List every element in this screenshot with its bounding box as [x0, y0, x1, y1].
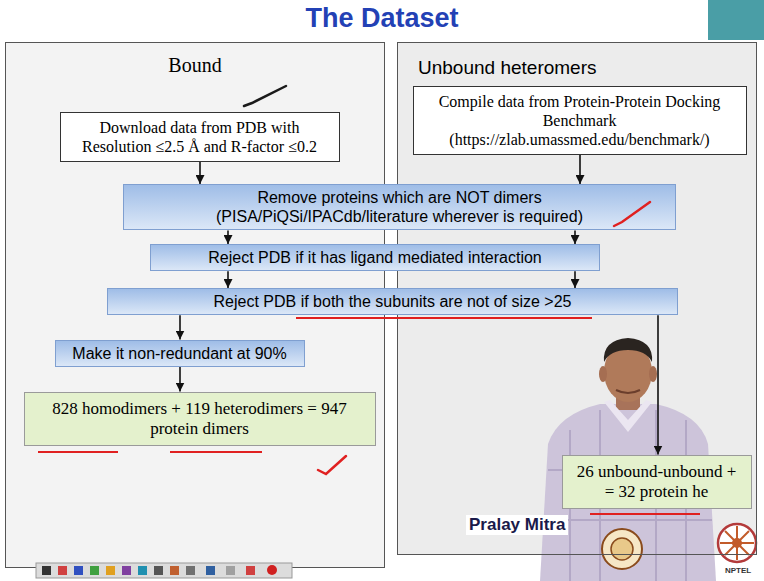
- pen-underline: [590, 513, 700, 515]
- presenter-ear: [649, 366, 657, 382]
- presenter-name: Pralay Mitra: [466, 515, 568, 535]
- box-text: Compile data from Protein-Protein Dockin…: [422, 92, 738, 150]
- flow-arrow: [227, 230, 229, 244]
- institute-logo: [602, 529, 642, 569]
- flow-arrow: [579, 155, 581, 184]
- pen-underline: [170, 451, 262, 453]
- panel-heading: Unbound heteromers: [418, 57, 756, 80]
- box-text: Reject PDB if both the subunits are not …: [116, 292, 669, 311]
- box-text: 26 unbound-unbound + = 32 protein he: [571, 462, 743, 503]
- presenter-ear: [599, 366, 607, 382]
- pen-underline: [38, 451, 118, 453]
- flow-arrow: [574, 230, 576, 244]
- result-box: 26 unbound-unbound + = 32 protein he: [562, 455, 752, 510]
- flow-arrow: [657, 315, 659, 454]
- source-box: Compile data from Protein-Protein Dockin…: [413, 86, 747, 156]
- nptel-logo: [718, 524, 756, 562]
- logo-core: [611, 538, 633, 560]
- pen-tick: [318, 456, 346, 474]
- presenter-hair: [604, 338, 652, 362]
- filter-step: Make it non-redundant at 90%: [55, 340, 305, 367]
- toolbar-bar: [36, 563, 292, 578]
- pen-tick: [244, 86, 286, 106]
- box-text: Remove proteins which are NOT dimers (PI…: [165, 188, 635, 226]
- box-text: Download data from PDB with Resolution ≤…: [69, 118, 331, 156]
- box-text: 828 homodimers + 119 heterodimers = 947 …: [33, 399, 367, 440]
- presenter-collar: [604, 400, 652, 432]
- presenter-mouth: [616, 390, 640, 393]
- flow-arrow: [179, 367, 181, 392]
- corner-band: [708, 0, 764, 40]
- box-text: Make it non-redundant at 90%: [64, 344, 296, 363]
- toolbar-icon: [267, 565, 277, 575]
- box-text: Reject PDB if it has ligand mediated int…: [159, 248, 591, 267]
- result-box: 828 homodimers + 119 heterodimers = 947 …: [24, 392, 376, 447]
- logo-hub: [732, 538, 742, 548]
- filter-step: Reject PDB if both the subunits are not …: [107, 288, 678, 315]
- flow-arrow: [574, 271, 576, 288]
- filter-step: Remove proteins which are NOT dimers (PI…: [123, 184, 676, 230]
- source-box: Download data from PDB with Resolution ≤…: [60, 112, 340, 162]
- flow-arrow: [227, 271, 229, 288]
- logo-ring: [602, 529, 642, 569]
- logo-ring: [718, 524, 756, 562]
- slide-title: The Dataset: [0, 3, 764, 34]
- flow-arrow: [199, 162, 201, 184]
- pen-toolbar: [36, 563, 292, 578]
- flow-arrow: [179, 315, 181, 339]
- filter-step: Reject PDB if it has ligand mediated int…: [150, 244, 600, 271]
- logo-caption: NPTEL: [722, 566, 754, 575]
- pen-underline: [296, 317, 592, 319]
- panel-heading: Bound: [6, 53, 384, 77]
